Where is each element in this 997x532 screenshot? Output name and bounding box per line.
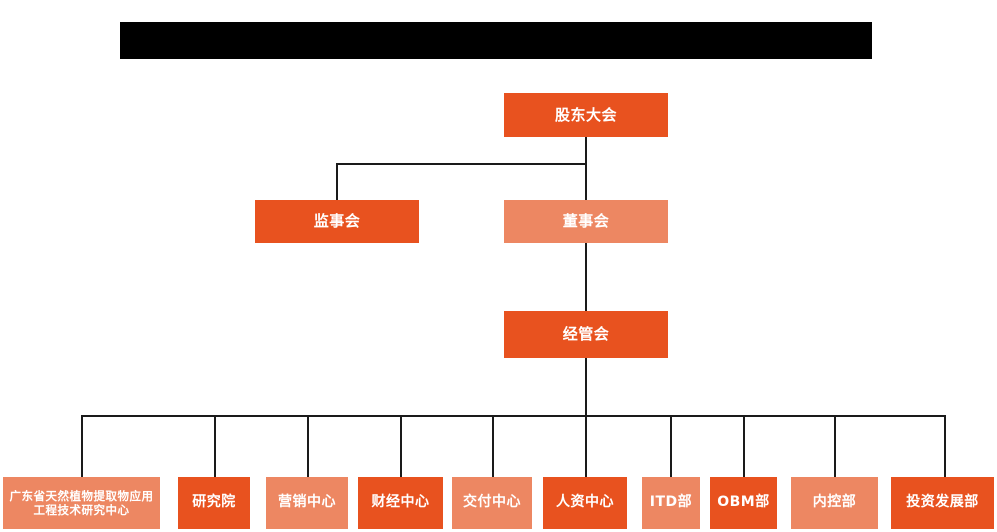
node-internal-control-department[interactable]: 内控部 [791,477,878,529]
node-label: 内控部 [812,494,857,511]
node-guangdong-research-center[interactable]: 广东省天然植物提取物应用工程技术研究中心 [3,477,160,529]
node-label: 董事会 [562,212,610,231]
node-label: 交付中心 [463,494,521,511]
connector-shareholders-down [585,137,587,223]
node-obm-department[interactable]: OBM部 [710,477,777,529]
redacted-title-banner [120,22,872,59]
node-label: 投资发展部 [906,494,979,511]
node-label: 人资中心 [556,494,614,511]
node-label: 营销中心 [278,494,336,511]
node-investment-development-department[interactable]: 投资发展部 [891,477,994,529]
connector-drop-finance-center [400,415,402,477]
connector-directors-to-management [585,243,587,311]
connector-drop-hr-center [585,415,587,477]
node-label: 监事会 [313,212,361,231]
node-label: 股东大会 [554,105,617,124]
connector-drop-investment-development-department [944,415,946,477]
connector-drop-internal-control-department [834,415,836,477]
connector-level2-bus [336,163,587,165]
node-label: OBM部 [717,494,770,511]
connector-drop-research-institute [214,415,216,477]
connector-level4-bus [81,415,945,417]
node-board-of-directors[interactable]: 董事会 [504,200,668,243]
connector-drop-delivery-center [492,415,494,477]
node-label: 财经中心 [371,494,430,511]
node-label: 研究院 [192,494,236,511]
connector-drop-itd-department [670,415,672,477]
connector-drop-obm-department [743,415,745,477]
node-management-committee[interactable]: 经管会 [504,311,668,358]
node-label: 经管会 [562,325,610,344]
connector-management-down [585,358,587,416]
node-shareholders-meeting[interactable]: 股东大会 [504,93,668,137]
node-finance-center[interactable]: 财经中心 [358,477,443,529]
node-research-institute[interactable]: 研究院 [178,477,250,529]
node-hr-center[interactable]: 人资中心 [543,477,627,529]
node-delivery-center[interactable]: 交付中心 [452,477,532,529]
connector-drop-marketing-center [307,415,309,477]
connector-supervisors-down [336,163,338,200]
node-marketing-center[interactable]: 营销中心 [266,477,348,529]
node-label: 广东省天然植物提取物应用工程技术研究中心 [9,488,154,517]
node-label: ITD部 [649,494,693,511]
connector-drop-guangdong-research-center [81,415,83,477]
node-itd-department[interactable]: ITD部 [642,477,700,529]
node-board-of-supervisors[interactable]: 监事会 [255,200,419,243]
